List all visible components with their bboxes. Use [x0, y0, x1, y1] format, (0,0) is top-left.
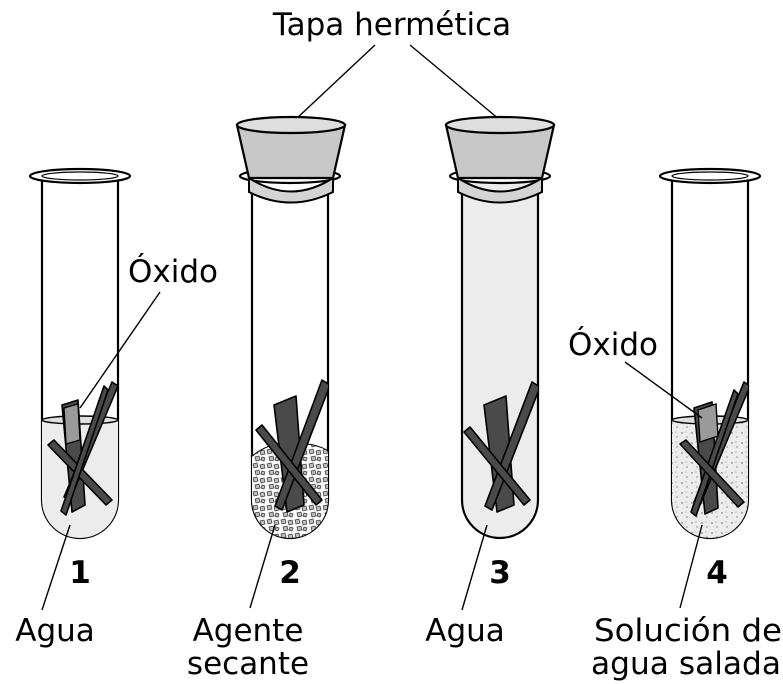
tube-1-label: Agua	[15, 613, 95, 649]
tube-4-label-line1: Solución de	[594, 613, 782, 649]
tube-1-rust-label: Óxido	[128, 253, 218, 290]
tube-3-number: 3	[489, 555, 511, 591]
tube-1: Óxido 1 Agua	[15, 167, 218, 649]
tube-2-number: 2	[279, 555, 301, 591]
tube-4-rust-label: Óxido	[568, 326, 658, 363]
tube-4: Óxido 4 Solución de agua salada	[568, 167, 782, 682]
tube-2-leader	[249, 524, 276, 609]
tube-4-label-line2: agua salada	[591, 646, 781, 682]
title-label: Tapa hermética	[272, 7, 511, 43]
tube-4-leader	[679, 524, 703, 609]
tube-2-label-line1: Agente	[193, 613, 304, 649]
title-leader-right	[409, 44, 501, 121]
tube-4-rust-leader	[624, 361, 703, 419]
tube-1-rust-leader	[79, 291, 161, 409]
tube-1-leader	[41, 524, 71, 611]
tube-3: 3 Agua	[425, 115, 556, 649]
tube-2: 2 Agente secante	[187, 115, 347, 682]
title-leader-left	[294, 44, 376, 121]
tube-4-number: 4	[706, 555, 728, 591]
tube-1-number: 1	[69, 555, 91, 591]
tube-2-label-line2: secante	[187, 646, 309, 682]
tube-3-leader	[461, 524, 488, 611]
tube-3-label: Agua	[425, 613, 505, 649]
